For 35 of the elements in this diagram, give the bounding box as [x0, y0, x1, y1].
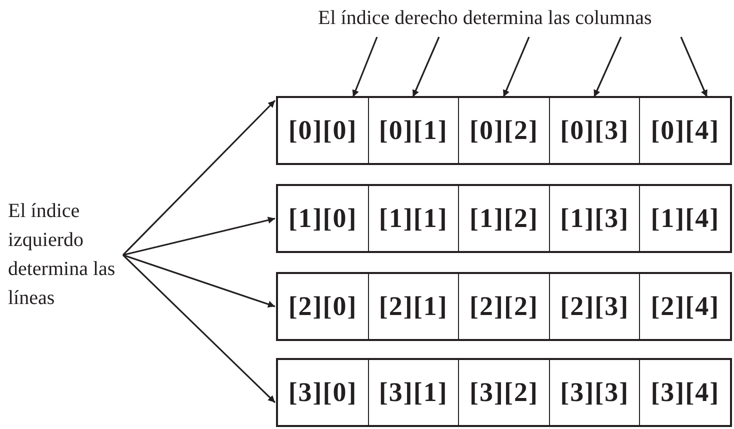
array-index: [0][4] [650, 115, 720, 146]
arrow [680, 36, 708, 98]
arrow [122, 254, 276, 404]
array-index: [1][4] [650, 203, 720, 234]
array-index: [2][1] [378, 291, 448, 322]
array-index: [0][0] [288, 115, 358, 146]
array-row [276, 96, 732, 165]
annotation-text: El índice izquierdo determina las líneas [8, 197, 120, 313]
array-row [276, 272, 732, 341]
arrow [593, 36, 622, 98]
array-index: [2][0] [288, 291, 358, 322]
array-index: [0][1] [378, 115, 448, 146]
annotation-text: El índice derecho determina las columnas [318, 4, 734, 33]
array-index: [1][0] [288, 203, 358, 234]
array-index: [0][3] [560, 115, 630, 146]
array-index: [1][1] [378, 203, 448, 234]
arrow [412, 36, 440, 98]
array-index: [3][3] [560, 377, 630, 408]
array-index: [1][2] [470, 203, 538, 234]
array-index: [3][1] [378, 377, 448, 408]
array-index: [2][2] [470, 291, 538, 322]
arrow [352, 36, 378, 98]
array-row [276, 184, 732, 253]
array-index: [3][2] [470, 377, 538, 408]
array-index: [2][3] [560, 291, 630, 322]
array-row [276, 358, 732, 427]
arrow [502, 36, 530, 98]
arrow [122, 216, 276, 256]
array-index: [0][2] [470, 115, 538, 146]
array-index: [2][4] [650, 291, 720, 322]
arrow [122, 254, 276, 308]
arrow [122, 100, 276, 256]
array-index: [1][3] [560, 203, 630, 234]
array-index: [3][0] [288, 377, 358, 408]
array-index: [3][4] [650, 377, 720, 408]
